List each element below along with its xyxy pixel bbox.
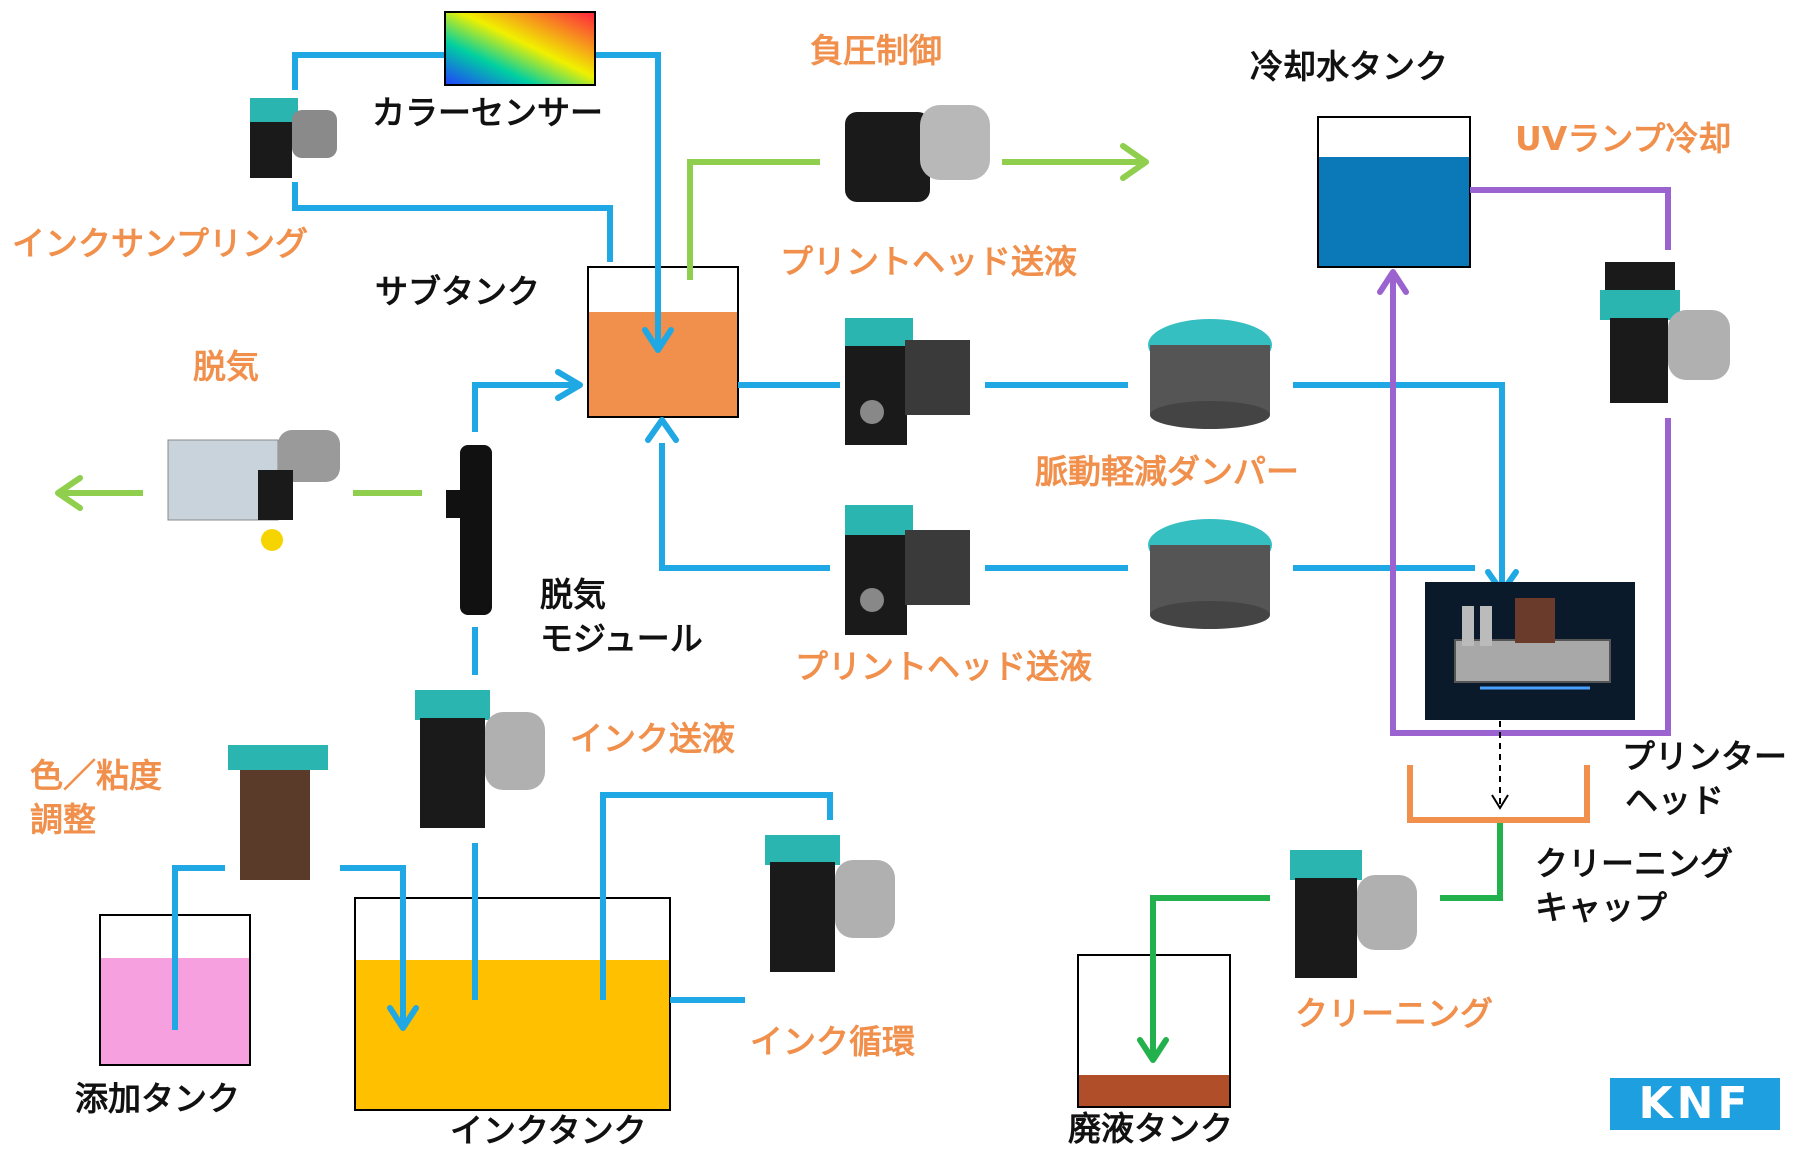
damper-icon [1128, 310, 1293, 445]
arrow-icon [645, 417, 679, 443]
pump-icon [840, 305, 985, 455]
pump-icon [830, 492, 985, 642]
cooling-lines [1390, 187, 1671, 736]
ink-circulation-label: インク循環 [750, 1022, 915, 1061]
pump-icon [822, 76, 1002, 221]
arrow-icon [1120, 143, 1149, 181]
damper-icon [1128, 510, 1293, 645]
ink-tank-label: インクタンク [450, 1111, 647, 1150]
ink-tank [354, 897, 671, 1111]
arrow-icon [387, 1005, 419, 1031]
pump-icon [1575, 250, 1750, 418]
printhead-feed-bottom-label: プリントヘッド送液 [795, 647, 1092, 686]
pump-icon [745, 822, 920, 990]
pump-icon [1270, 838, 1440, 998]
degas-module-label-line2: モジュール [540, 619, 703, 658]
sub-tank [587, 266, 739, 418]
sub-tank-label: サブタンク [375, 272, 540, 311]
cleaning-label: クリーニング [1295, 994, 1493, 1033]
cooling-water-tank [1317, 116, 1471, 268]
ink-lines [172, 52, 1505, 1030]
arrow-icon [642, 327, 674, 353]
arrow-icon [555, 369, 583, 401]
ink-feed-label: インク送液 [570, 719, 735, 758]
printhead-feed-top-label: プリントヘッド送液 [780, 242, 1077, 281]
knf-logo: KNF [1610, 1078, 1780, 1130]
pulsation-damper-label: 脈動軽減ダンパー [1035, 452, 1299, 491]
cleaning-cap [1407, 765, 1590, 823]
waste-lines [1150, 820, 1503, 1055]
arrow-icon [1137, 1037, 1169, 1063]
color-sensor-label: カラーセンサー [372, 93, 603, 132]
arrow-icon [1491, 794, 1509, 810]
color-viscosity-label-line2: 調整 [30, 800, 96, 839]
degassing-label: 脱気 [193, 347, 259, 386]
arrow-icon [55, 475, 83, 511]
air-lines [60, 159, 1145, 496]
additive-tank-label: 添加タンク [75, 1079, 240, 1118]
printer-head-label-line1: プリンター [1622, 737, 1787, 776]
color-viscosity-label-line1: 色／粘度 [30, 756, 162, 795]
pump-icon [245, 90, 345, 182]
cleaning-cap-label-line1: クリーニング [1535, 844, 1733, 883]
printer-head-label-line2: ヘッド [1625, 781, 1724, 820]
color-sensor-icon [444, 11, 596, 86]
negative-pressure-label: 負圧制御 [810, 31, 942, 70]
pump-icon [143, 403, 353, 568]
ink-sampling-label: インクサンプリング [12, 224, 309, 263]
uv-lamp-cooling-label: UVランプ冷却 [1515, 119, 1732, 158]
cleaning-cap-label-line2: キャップ [1535, 888, 1667, 927]
pump-icon [390, 675, 565, 843]
degas-module-icon [422, 432, 527, 627]
pump-icon [225, 740, 340, 890]
degas-module-label-line1: 脱気 [540, 575, 606, 614]
printhead-icon [1425, 582, 1635, 720]
waste-tank-label: 廃液タンク [1068, 1109, 1233, 1148]
cooling-tank-label: 冷却水タンク [1250, 47, 1448, 86]
arrow-icon [1377, 269, 1409, 295]
